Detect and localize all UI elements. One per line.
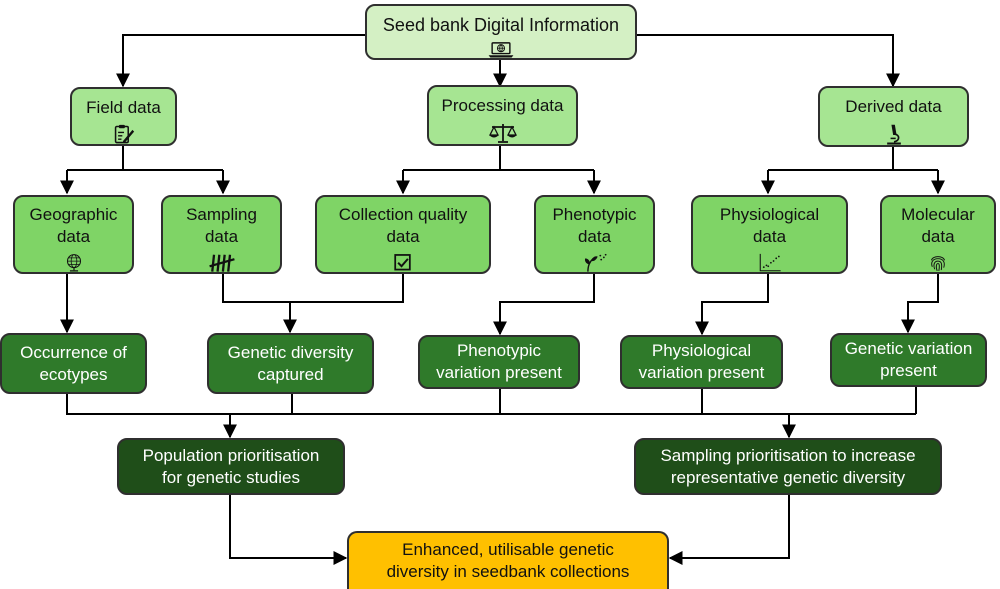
scatter-plot-icon xyxy=(759,253,781,271)
outcome-occurrence-of-ecotypes: Occurrence of ecotypes xyxy=(0,333,147,394)
data-type-sampling: Sampling data xyxy=(161,195,282,274)
outcome-line1: Physiological xyxy=(651,341,752,361)
fingerprint-icon xyxy=(931,255,945,271)
data-type-line2: data xyxy=(752,226,787,246)
connector-root-to-field xyxy=(116,34,366,88)
data-type-line1: Phenotypic xyxy=(552,205,637,224)
outcome-physiological-variation: Physiological variation present xyxy=(620,335,783,389)
balance-scale-icon xyxy=(488,123,517,143)
outcome-line2: variation present xyxy=(638,363,765,382)
outcome-line1: Occurrence of xyxy=(20,342,127,362)
population-prioritisation: Population prioritisation for genetic st… xyxy=(117,438,345,495)
outcome-line2: ecotypes xyxy=(39,364,108,384)
outcome-line1: Genetic diversity xyxy=(227,342,354,362)
data-type-line2: data xyxy=(386,226,420,246)
final-outcome: Enhanced, utilisable genetic diversity i… xyxy=(347,531,669,589)
prioritisation-line1: Population prioritisation xyxy=(142,445,320,465)
connector-root-to-derived xyxy=(636,34,900,88)
final-line2: diversity in seedbank collections xyxy=(386,562,630,581)
category-label: Field data xyxy=(86,98,161,117)
data-type-line1: Collection quality xyxy=(338,205,468,224)
prioritisation-line2: for genetic studies xyxy=(162,467,300,487)
tally-marks-icon xyxy=(208,254,235,272)
connector-sampling-quality-merge xyxy=(222,273,404,332)
outcome-line1: Genetic variation xyxy=(844,339,973,359)
outcome-line2: present xyxy=(880,361,937,380)
final-line1: Enhanced, utilisable genetic xyxy=(402,540,614,560)
category-label: Processing data xyxy=(441,96,564,115)
clipboard-pen-icon xyxy=(114,124,134,144)
data-type-geographic: Geographic data xyxy=(13,195,134,274)
globe-icon xyxy=(66,253,81,271)
prioritisation-line2: representative genetic diversity xyxy=(670,467,906,487)
data-type-line2: data xyxy=(921,226,955,246)
connector-population-to-final xyxy=(229,494,348,565)
data-type-line1: Sampling xyxy=(186,205,257,224)
data-type-molecular: Molecular data xyxy=(880,195,996,274)
connector-sampling-to-final xyxy=(668,494,790,565)
sampling-prioritisation: Sampling prioritisation to increase repr… xyxy=(634,438,942,495)
outcome-genetic-variation: Genetic variation present xyxy=(830,333,987,387)
data-type-phenotypic: Phenotypic data xyxy=(534,195,655,274)
connector-physiological-to-variation xyxy=(695,273,769,336)
connector-derived-split xyxy=(768,146,938,171)
data-type-line1: Physiological xyxy=(719,205,820,224)
outcome-line1: Phenotypic xyxy=(456,341,542,361)
connector-molecular-to-genetic-variation xyxy=(901,273,939,334)
category-processing-data: Processing data xyxy=(427,85,578,146)
prioritisation-line1: Sampling prioritisation to increase xyxy=(660,445,916,465)
data-type-line2: data xyxy=(204,226,239,246)
laptop-globe-icon xyxy=(488,42,514,58)
checkbox-icon xyxy=(394,253,411,270)
microscope-icon xyxy=(886,124,901,145)
connector-phenotypic-to-variation xyxy=(493,273,595,336)
data-type-line1: Geographic xyxy=(29,205,118,224)
outcome-line2: variation present xyxy=(436,363,562,382)
connector-outcomes-bus xyxy=(66,386,917,415)
category-derived-data: Derived data xyxy=(818,86,969,147)
category-label: Derived data xyxy=(845,97,942,116)
data-type-collection-quality: Collection quality data xyxy=(315,195,491,274)
data-type-line2: data xyxy=(577,226,612,246)
root-node: Seed bank Digital Information xyxy=(365,4,637,60)
category-field-data: Field data xyxy=(70,87,177,146)
outcome-line2: captured xyxy=(257,364,324,384)
data-type-line2: data xyxy=(56,226,91,246)
data-type-line1: Molecular xyxy=(901,205,975,224)
seedling-icon xyxy=(584,253,607,272)
root-label: Seed bank Digital Information xyxy=(382,15,620,35)
outcome-phenotypic-variation: Phenotypic variation present xyxy=(418,335,580,389)
outcome-genetic-diversity-captured: Genetic diversity captured xyxy=(207,333,374,394)
connector-field-split xyxy=(67,146,223,171)
connector-processing-split xyxy=(403,146,594,171)
data-type-physiological: Physiological data xyxy=(691,195,848,274)
